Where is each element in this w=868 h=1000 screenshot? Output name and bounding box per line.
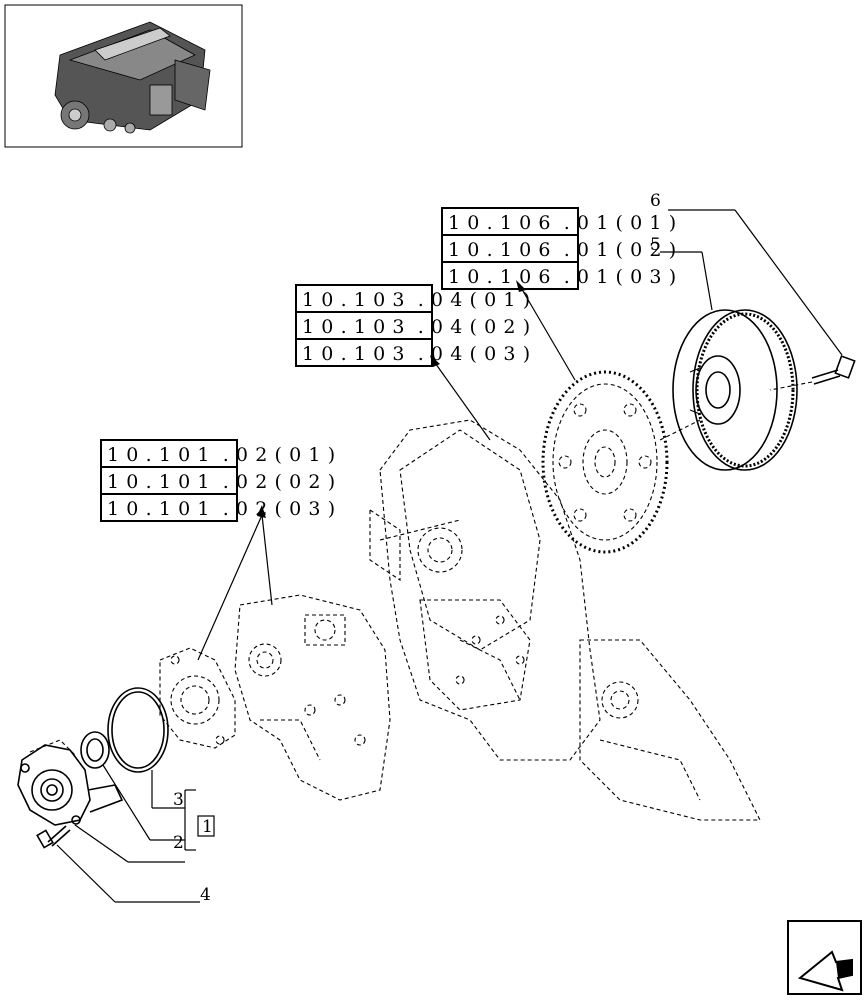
callout-3: 3	[173, 790, 184, 810]
ref-code[interactable]: 10.106	[448, 212, 558, 234]
ref-suffix: .01(03)	[564, 266, 684, 288]
reference-group-10-101: 10.101 .02(01) 10.101 .02(02) 10.101 .02(03…	[100, 439, 342, 522]
ref-code[interactable]: 10.103	[302, 289, 412, 311]
leader-lines	[56, 209, 843, 903]
svg-text:10.103.04(03): 10.103 .04(03)	[302, 343, 537, 365]
next-page-arrow-icon[interactable]	[787, 920, 862, 995]
ref-suffix: .02(03)	[223, 498, 343, 520]
ref-code[interactable]: 10.101	[107, 498, 217, 520]
pump-housing	[17, 739, 124, 826]
ref-code[interactable]: 10.103	[302, 316, 412, 338]
cover-plate	[159, 647, 236, 749]
ref-suffix: .02(02)	[223, 471, 343, 493]
svg-text:10.106.01(01): 10.106 .01(01)	[448, 212, 683, 234]
callout-6: 6	[650, 191, 661, 211]
ref-code[interactable]: 10.101	[107, 444, 217, 466]
ref-code[interactable]: 10.106	[448, 239, 558, 261]
callout-5: 5	[650, 235, 661, 255]
seal-ring	[80, 731, 110, 769]
ref-suffix: .01(01)	[564, 212, 684, 234]
gear-large	[541, 370, 669, 554]
svg-text:10.103.04(01): 10.103 .04(01)	[302, 289, 537, 311]
reference-group-10-106: 10.106 .01(01) 10.106 .01(02) 10.106 .01(03…	[441, 207, 683, 290]
ref-suffix: .04(02)	[418, 316, 538, 338]
svg-text:10.106.01(02): 10.106 .01(02)	[448, 239, 683, 261]
engine-thumbnail	[4, 4, 243, 148]
callout-4: 4	[200, 885, 211, 905]
engine-block-outline	[369, 419, 761, 821]
ref-suffix: .04(01)	[418, 289, 538, 311]
ref-suffix: .04(03)	[418, 343, 538, 365]
bolt-6	[769, 355, 856, 391]
svg-text:10.106.01(03): 10.106 .01(03)	[448, 266, 683, 288]
bolt-4	[36, 825, 71, 849]
ref-suffix: .02(01)	[223, 444, 343, 466]
callout-labels: 6 5 3 2 1 4	[173, 191, 661, 905]
ref-suffix: .01(02)	[564, 239, 684, 261]
callout-1: 1	[202, 817, 213, 837]
o-ring	[107, 687, 169, 773]
pulley-5	[672, 309, 798, 471]
timing-housing-outline	[234, 594, 391, 801]
phantom-lines	[379, 419, 701, 541]
ref-code[interactable]: 10.103	[302, 343, 412, 365]
reference-group-10-103: 10.103 .04(01) 10.103 .04(02) 10.103 .04(03…	[295, 284, 537, 367]
svg-text:10.101.02(01): 10.101 .02(01)	[107, 444, 342, 466]
ref-code[interactable]: 10.106	[448, 266, 558, 288]
callout-2: 2	[173, 833, 184, 853]
svg-text:10.101.02(03): 10.101 .02(03)	[107, 498, 342, 520]
ref-code[interactable]: 10.101	[107, 471, 217, 493]
svg-text:10.103.04(02): 10.103 .04(02)	[302, 316, 537, 338]
svg-text:10.101.02(02): 10.101 .02(02)	[107, 471, 342, 493]
